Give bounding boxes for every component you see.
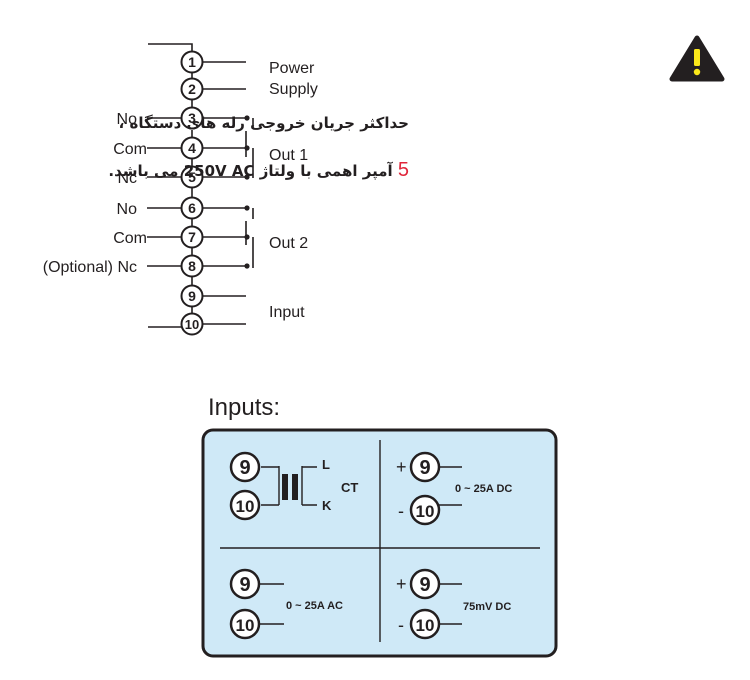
input-terminal-9-mv-number: 9 (419, 574, 430, 596)
input-terminal-10-ct (229, 489, 261, 521)
terminal-right-leads (203, 61, 246, 325)
optional-nc-label: (Optional) Nc (43, 259, 137, 276)
mv-plus-sign: + (396, 574, 407, 594)
terminal-circle (180, 196, 204, 220)
ct-coil-left (282, 474, 288, 500)
input-terminal-10-ac (229, 608, 261, 640)
terminal-circle (180, 284, 204, 308)
input-terminal-10-mv-number: 10 (416, 616, 435, 635)
inputs-title: Inputs: (208, 394, 281, 421)
nc-label-out1: Nc (117, 170, 137, 187)
terminal-circle (180, 50, 204, 74)
terminal-8-number: 8 (188, 258, 196, 274)
input-terminal-9-ac-number: 9 (239, 574, 250, 596)
input-terminal-10-dc (409, 494, 441, 526)
terminal-circle (180, 312, 204, 336)
terminal-circle (180, 77, 204, 101)
ct-l-label: L (322, 457, 330, 472)
input-terminal-10-mv (409, 608, 441, 640)
input-leads (258, 466, 462, 625)
relay-1-contacts (245, 118, 254, 178)
terminal-circle (180, 136, 204, 160)
junction-dots (244, 115, 250, 269)
input-terminal-9-ct (229, 451, 261, 483)
dc-current-label: 0 ~ 25A DC (455, 483, 512, 495)
terminal-1-number: 1 (188, 54, 196, 70)
dc-minus-sign: - (398, 501, 404, 521)
no-label-out2: No (117, 201, 138, 218)
input-terminal-9-ac (229, 568, 261, 600)
input-terminal-9-dc (409, 451, 441, 483)
warning-text-line-2-body: آمپر اهمی با ولتاژ 250V AC می باشد. (108, 162, 393, 180)
input-terminal-9-ct-number: 9 (239, 457, 250, 479)
terminal-circle (180, 165, 204, 189)
terminal-9-number: 9 (188, 288, 196, 304)
inputs-dividers (220, 440, 540, 642)
input-terminal-9-dc-number: 9 (419, 457, 430, 479)
supply-label: Supply (269, 81, 318, 98)
terminal-10-number: 10 (185, 317, 199, 332)
terminal-5-number: 5 (188, 169, 196, 185)
ct-coil-right (292, 474, 298, 500)
warning-text-line-2: 5 آمپر اهمی با ولتاژ 250V AC می باشد. (108, 159, 409, 182)
no-label-out1: No (117, 111, 138, 128)
power-label: Power (269, 60, 315, 77)
ct-wires (261, 466, 317, 506)
mv-minus-sign: - (398, 615, 404, 635)
input-terminal-10-ct-number: 10 (236, 497, 255, 516)
terminal-7-number: 7 (188, 229, 196, 245)
ac-current-label: 0 ~ 25A AC (286, 600, 343, 612)
terminal-left-leads (147, 117, 181, 267)
mv-dc-label: 75mV DC (463, 601, 511, 613)
relay-2-contacts (245, 208, 254, 268)
input-label: Input (269, 304, 305, 321)
terminal-2-number: 2 (188, 81, 196, 97)
terminal-circle (180, 254, 204, 278)
terminal-4-number: 4 (188, 140, 196, 156)
ct-label: CT (341, 480, 358, 495)
warning-triangle-icon (669, 35, 725, 82)
out1-label: Out 1 (269, 147, 308, 164)
com-label-out2: Com (113, 230, 147, 247)
terminal-circle (180, 106, 204, 130)
com-label-out1: Com (113, 141, 147, 158)
input-terminal-10-dc-number: 10 (416, 502, 435, 521)
out2-label: Out 2 (269, 235, 308, 252)
input-terminal-9-mv (409, 568, 441, 600)
terminal-3-number: 3 (188, 110, 196, 126)
input-terminal-10-ac-number: 10 (236, 616, 255, 635)
terminal-6-number: 6 (188, 200, 196, 216)
warning-text-line-1: حداکثر جریان خروجی رله های دستگاه ، (118, 114, 409, 132)
ct-k-label: K (322, 498, 332, 513)
terminal-block-top (148, 43, 193, 51)
terminal-circle (180, 225, 204, 249)
dc-plus-sign: + (396, 457, 407, 477)
max-current-number: 5 (397, 159, 409, 181)
